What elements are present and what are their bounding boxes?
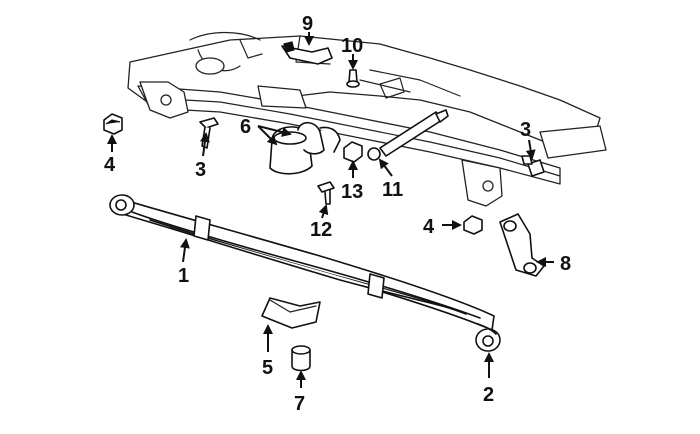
leader-arrows (107, 32, 554, 388)
nut-13 (343, 141, 363, 163)
callout-3-left: 3 (195, 159, 206, 181)
callout-11: 11 (382, 179, 403, 201)
bolt-left (199, 117, 219, 149)
callout-1: 1 (178, 265, 189, 287)
frame-rail (127, 31, 607, 207)
callout-7: 7 (294, 393, 305, 415)
bolt-top (346, 69, 360, 88)
callout-5: 5 (262, 357, 273, 379)
callout-2: 2 (483, 384, 494, 406)
callout-13: 13 (341, 181, 363, 203)
callout-10: 10 (341, 35, 363, 57)
bumper-bracket (281, 41, 333, 65)
callout-3-right: 3 (520, 119, 531, 141)
callout-8: 8 (560, 253, 571, 275)
rubber-bumper (291, 345, 311, 372)
bolt-right (521, 155, 545, 177)
spring-plate (261, 297, 321, 329)
nut-left (103, 113, 123, 135)
callout-9: 9 (302, 13, 313, 35)
callout-4-left: 4 (104, 154, 116, 176)
callout-labels: 1 2 3 3 4 4 5 6 7 8 9 10 11 12 13 (104, 13, 571, 415)
bolt-12 (317, 181, 335, 205)
shock-absorber (367, 109, 449, 161)
leaf-spring (109, 194, 501, 352)
callout-12: 12 (310, 219, 332, 241)
callout-4-right: 4 (423, 216, 435, 238)
shackle (499, 213, 545, 277)
callout-6: 6 (240, 116, 251, 138)
nut-right (463, 215, 483, 235)
u-bolt (269, 121, 341, 175)
